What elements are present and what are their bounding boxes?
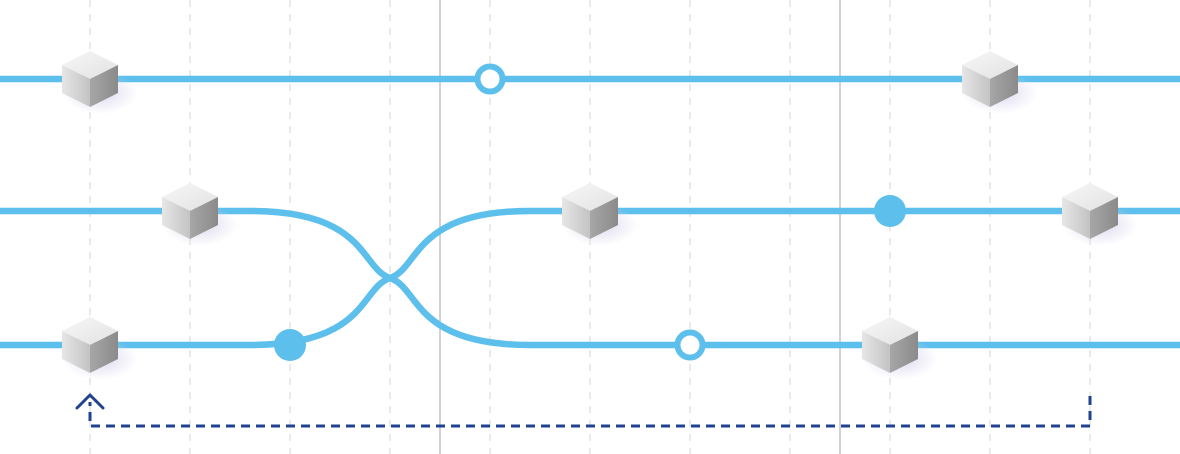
cube-gate xyxy=(162,183,238,246)
cube-face-right xyxy=(990,65,1018,107)
feedback-dashed-path xyxy=(88,396,1092,428)
cube-face-left xyxy=(562,197,590,239)
filled-dot xyxy=(874,195,906,227)
gates xyxy=(62,51,1138,380)
cube-face-right xyxy=(890,331,918,373)
cube-face-right xyxy=(90,65,118,107)
chevron-up-icon xyxy=(75,393,105,410)
qubit-wire xyxy=(0,207,1180,349)
cube-gate xyxy=(862,317,938,380)
cube-face-right xyxy=(590,197,618,239)
cube-gate xyxy=(962,51,1038,114)
cube-face-left xyxy=(1062,197,1090,239)
cube-face-right xyxy=(190,197,218,239)
cube-gate xyxy=(562,183,638,246)
cube-face-left xyxy=(62,65,90,107)
cube-face-left xyxy=(862,331,890,373)
cube-face-right xyxy=(90,331,118,373)
cube-face-left xyxy=(962,65,990,107)
hollow-dot xyxy=(474,63,506,95)
cube-gate xyxy=(62,51,138,114)
cube-gate xyxy=(1062,183,1138,246)
hollow-dot xyxy=(674,329,706,361)
cube-gate xyxy=(62,317,138,380)
cube-face-left xyxy=(162,197,190,239)
cube-face-right xyxy=(1090,197,1118,239)
feedback-loop xyxy=(75,393,1092,428)
cube-face-left xyxy=(62,331,90,373)
filled-dot xyxy=(274,329,306,361)
